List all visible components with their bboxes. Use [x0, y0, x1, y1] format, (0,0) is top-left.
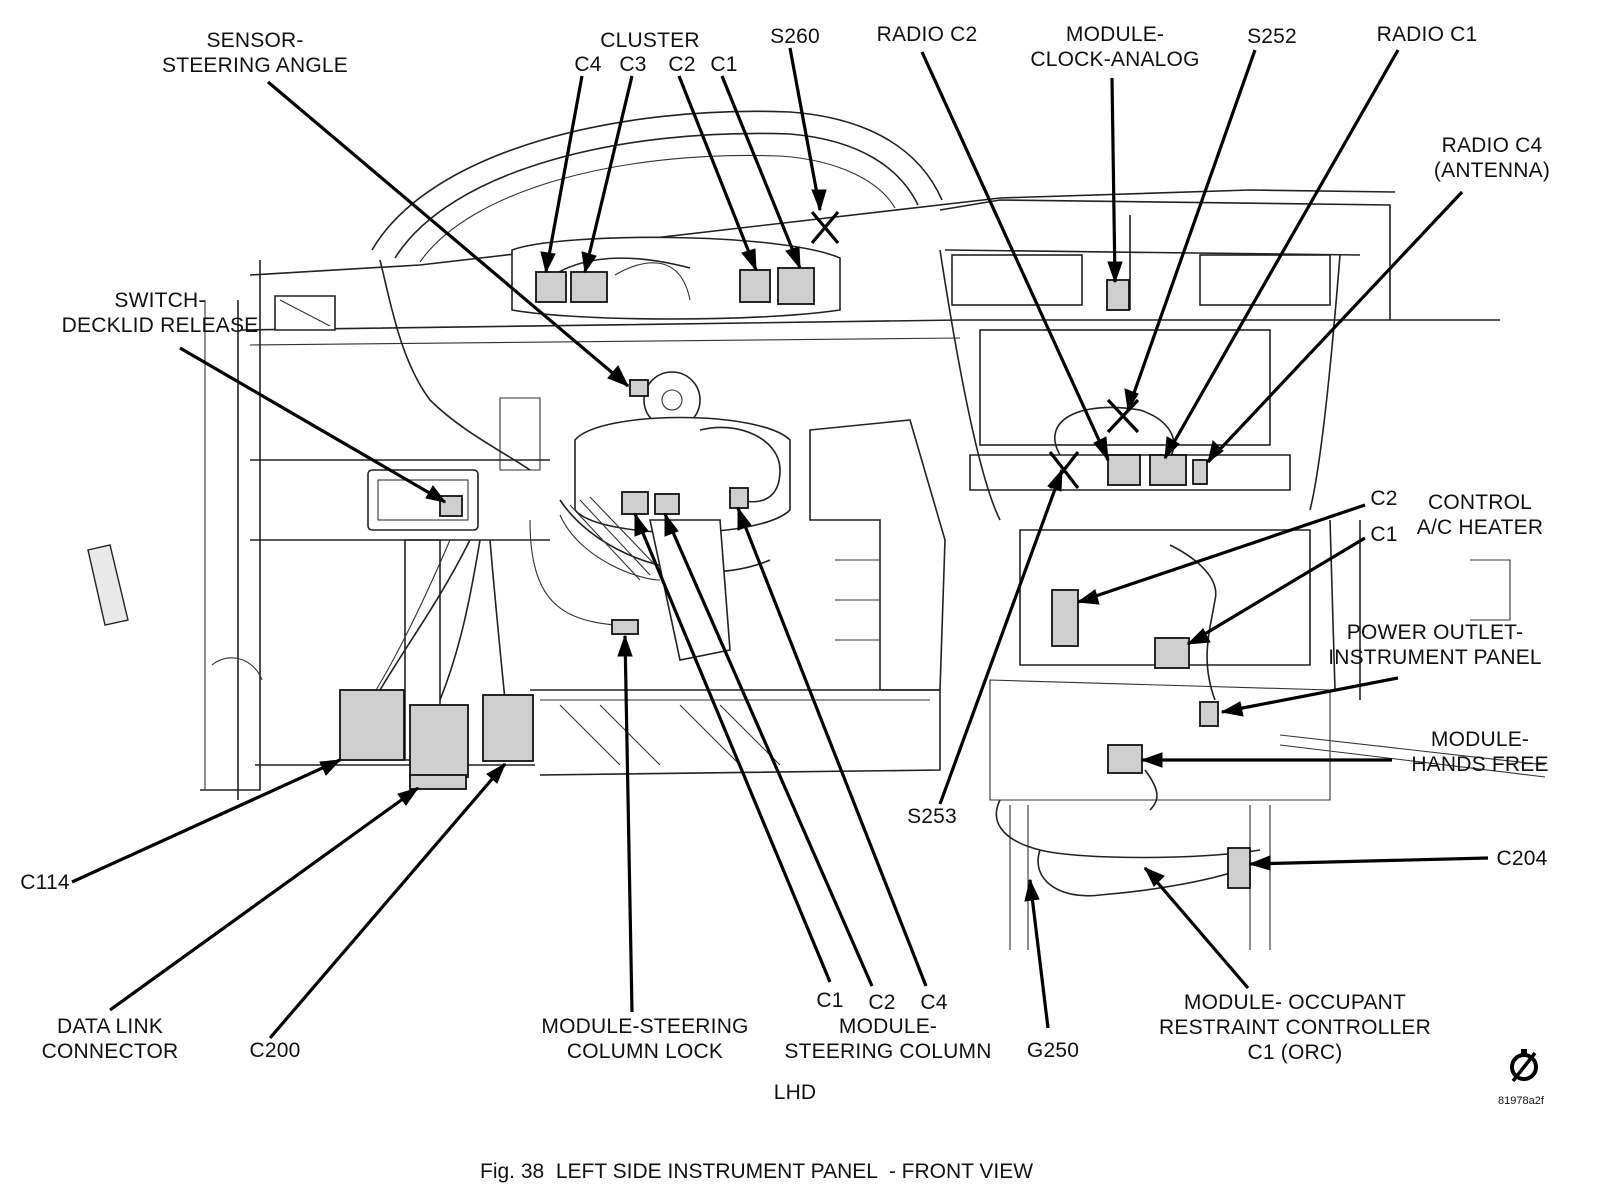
label-steering-c2: C2	[868, 991, 896, 1014]
label-g250: G250	[1026, 1039, 1080, 1062]
label-control-c2: C2	[1370, 487, 1398, 510]
label-control-ac-heater: CONTROL A/C HEATER	[1416, 491, 1544, 539]
label-c204: C204	[1496, 847, 1548, 870]
no-phone-service-icon	[1510, 1049, 1538, 1083]
label-sensor-steering-angle: SENSOR- STEERING ANGLE	[161, 29, 349, 77]
panel-structure	[87, 110, 1546, 950]
label-module-clock-analog: MODULE- CLOCK-ANALOG	[1030, 23, 1200, 71]
label-radio-c2: RADIO C2	[876, 23, 978, 46]
label-module-occupant-restraint-controller: MODULE- OCCUPANT RESTRAINT CONTROLLER C1…	[1159, 991, 1431, 1064]
leader-lines	[71, 47, 1489, 1040]
label-steering-c4: C4	[920, 991, 948, 1014]
label-s260: S260	[770, 25, 820, 48]
label-radio-c1: RADIO C1	[1376, 23, 1478, 46]
label-c114: C114	[20, 871, 70, 894]
label-power-outlet: POWER OUTLET- INSTRUMENT PANEL	[1328, 621, 1542, 669]
label-s253: S253	[907, 805, 957, 828]
label-radio-c4: RADIO C4 (ANTENNA)	[1433, 134, 1551, 182]
arrowheads	[319, 189, 1271, 902]
label-cluster-c1: C1	[710, 53, 738, 76]
label-module-hands-free: MODULE- HANDS FREE	[1411, 728, 1549, 776]
label-c200: C200	[249, 1039, 301, 1062]
label-s252: S252	[1247, 25, 1297, 48]
label-cluster: CLUSTER	[600, 29, 700, 52]
figure-id: 81978a2f	[1498, 1095, 1544, 1107]
splice-marks	[810, 210, 1140, 489]
label-steering-c1: C1	[816, 989, 844, 1012]
label-cluster-c4: C4	[574, 53, 602, 76]
label-lhd: LHD	[773, 1081, 817, 1104]
connector-blocks	[339, 267, 1251, 889]
label-switch-decklid-release: SWITCH- DECKLID RELEASE	[61, 289, 259, 337]
label-cluster-c2: C2	[668, 53, 696, 76]
figure-caption: Fig. 38 LEFT SIDE INSTRUMENT PANEL - FRO…	[480, 1160, 1034, 1183]
label-control-c1: C1	[1370, 523, 1398, 546]
label-cluster-c3: C3	[619, 53, 647, 76]
label-module-steering-column-lock: MODULE-STEERING COLUMN LOCK	[541, 1015, 749, 1063]
label-module-steering-column: MODULE- STEERING COLUMN	[784, 1015, 992, 1063]
label-data-link-connector: DATA LINK CONNECTOR	[41, 1015, 179, 1063]
